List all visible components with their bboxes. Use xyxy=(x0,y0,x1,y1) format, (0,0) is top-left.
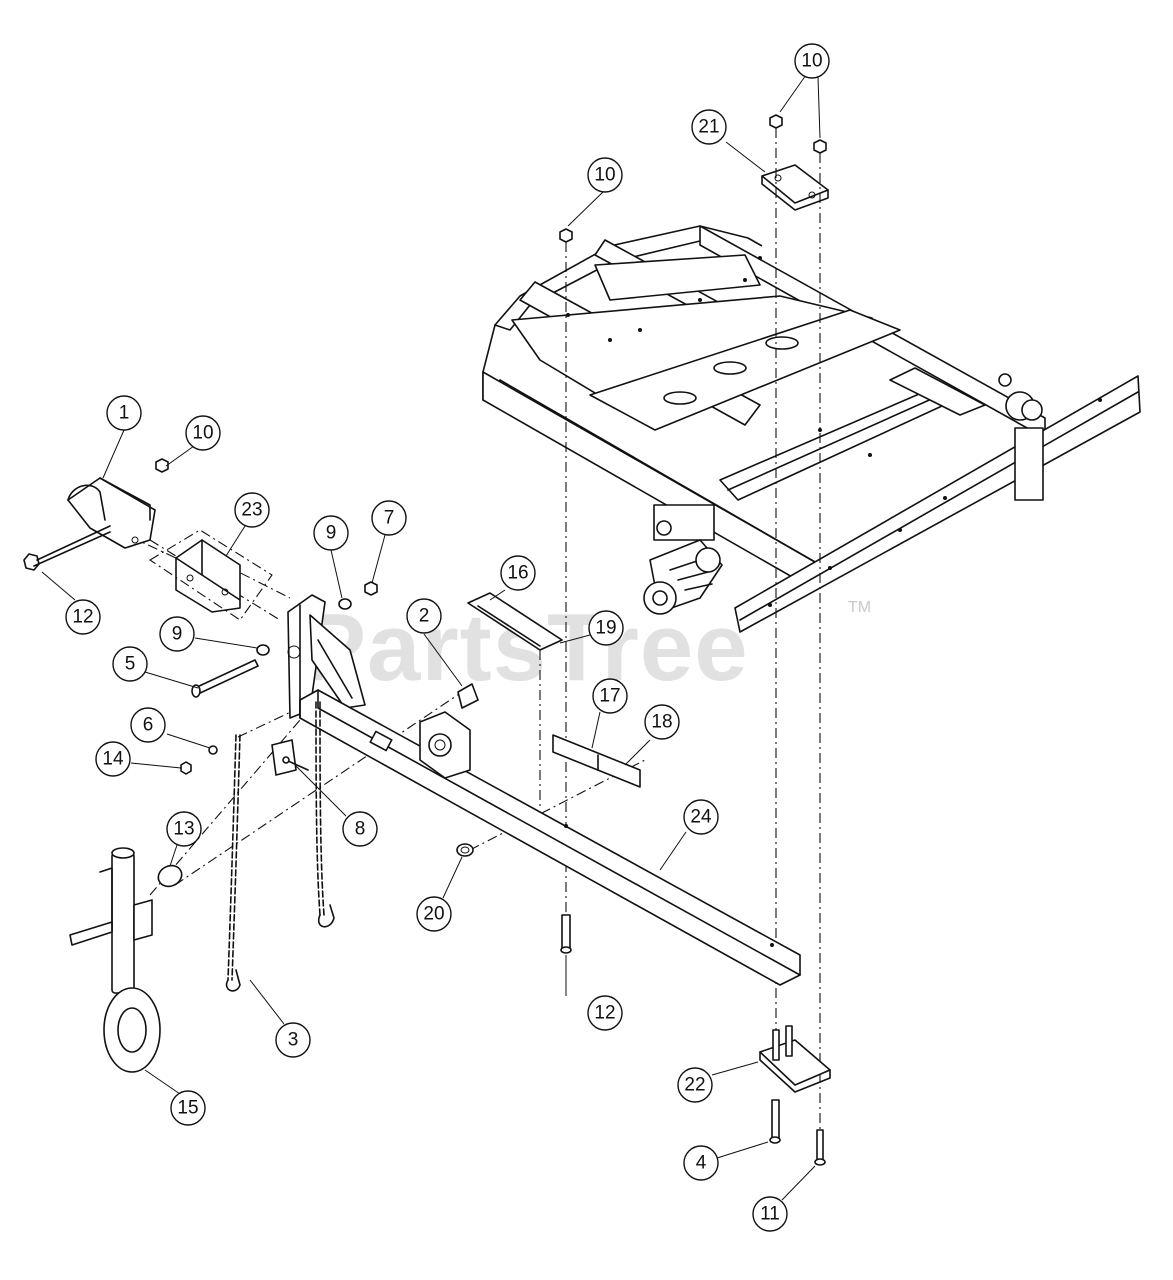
callout-4: 4 xyxy=(683,1145,719,1181)
callout-10: 10 xyxy=(794,43,830,79)
bolt-12-lower xyxy=(560,914,572,954)
callout-24: 24 xyxy=(683,799,719,835)
callout-label: 8 xyxy=(355,819,366,840)
callout-label: 18 xyxy=(651,712,672,733)
callout-label: 23 xyxy=(241,500,262,521)
callout-label: 1 xyxy=(119,403,130,424)
callout-label: 16 xyxy=(507,563,528,584)
callout-22: 22 xyxy=(677,1067,713,1103)
callout-8: 8 xyxy=(342,811,378,847)
small-hardware xyxy=(180,745,309,775)
callout-15: 15 xyxy=(170,1090,206,1126)
callout-label: 5 xyxy=(125,654,136,675)
watermark-tm: TM xyxy=(848,599,871,616)
chains-3 xyxy=(225,701,335,992)
callout-9: 9 xyxy=(159,616,195,652)
callout-label: 21 xyxy=(698,117,719,138)
callout-label: 7 xyxy=(384,508,395,529)
deck-frame xyxy=(482,225,1141,633)
callout-label: 11 xyxy=(760,1204,780,1225)
callout-label: 17 xyxy=(599,686,620,707)
tongue-tube-24 xyxy=(299,689,801,986)
callout-label: 12 xyxy=(594,1003,615,1024)
callout-label: 9 xyxy=(326,523,337,544)
callout-label: 14 xyxy=(102,749,124,770)
jack-stand-15 xyxy=(69,847,161,1073)
bracket-23 xyxy=(148,529,273,621)
callout-17: 17 xyxy=(592,678,628,714)
callout-13: 13 xyxy=(166,811,202,847)
clip-13 xyxy=(157,864,183,888)
callout-20: 20 xyxy=(416,896,452,932)
gearbox xyxy=(643,539,723,615)
callout-10: 10 xyxy=(185,415,221,451)
callout-12: 12 xyxy=(65,599,101,635)
nuts-10-top xyxy=(559,114,827,243)
tongue-upright xyxy=(287,594,366,719)
callout-label: 15 xyxy=(177,1098,198,1119)
callout-10: 10 xyxy=(587,157,623,193)
callout-label: 13 xyxy=(173,819,194,840)
callout-16: 16 xyxy=(500,555,536,591)
hitch-bracket-1 xyxy=(67,458,169,549)
callout-3: 3 xyxy=(275,1022,311,1058)
callout-label: 2 xyxy=(419,606,430,627)
bolt-12-left xyxy=(23,525,111,571)
callout-label: 12 xyxy=(72,607,93,628)
callout-label: 10 xyxy=(801,51,822,72)
callout-label: 9 xyxy=(172,624,183,645)
leader-lines xyxy=(41,74,821,1201)
callout-label: 3 xyxy=(288,1030,299,1051)
callout-1: 1 xyxy=(106,395,142,431)
bolt-5 xyxy=(191,659,259,698)
callout-label: 24 xyxy=(690,807,712,828)
callout-9: 9 xyxy=(313,515,349,551)
plate-22 xyxy=(759,1025,831,1093)
callout-14: 14 xyxy=(95,741,131,777)
callout-12: 12 xyxy=(587,995,623,1031)
bolts-4-11 xyxy=(769,1099,826,1166)
callout-label: 10 xyxy=(192,423,213,444)
callout-5: 5 xyxy=(112,646,148,682)
grommet-20 xyxy=(456,843,474,857)
decals xyxy=(271,592,641,788)
callout-23: 23 xyxy=(234,492,270,528)
callout-11: 11 xyxy=(752,1196,788,1232)
callout-6: 6 xyxy=(130,707,166,743)
plate-21 xyxy=(761,164,829,211)
nut-washer xyxy=(256,581,378,656)
rear-wheel-hub xyxy=(998,373,1043,421)
callout-label: 4 xyxy=(696,1153,707,1174)
watermark-text: PartsTree xyxy=(302,594,749,701)
callout-label: 19 xyxy=(595,618,616,639)
callout-7: 7 xyxy=(371,500,407,536)
watermark: PartsTree TM xyxy=(302,594,871,701)
callout-label: 6 xyxy=(143,715,154,736)
callout-18: 18 xyxy=(644,704,680,740)
callout-label: 22 xyxy=(684,1075,705,1096)
callout-21: 21 xyxy=(691,109,727,145)
callout-2: 2 xyxy=(406,598,442,634)
callout-label: 20 xyxy=(423,904,444,925)
callout-19: 19 xyxy=(588,610,624,646)
callout-label: 10 xyxy=(594,165,615,186)
